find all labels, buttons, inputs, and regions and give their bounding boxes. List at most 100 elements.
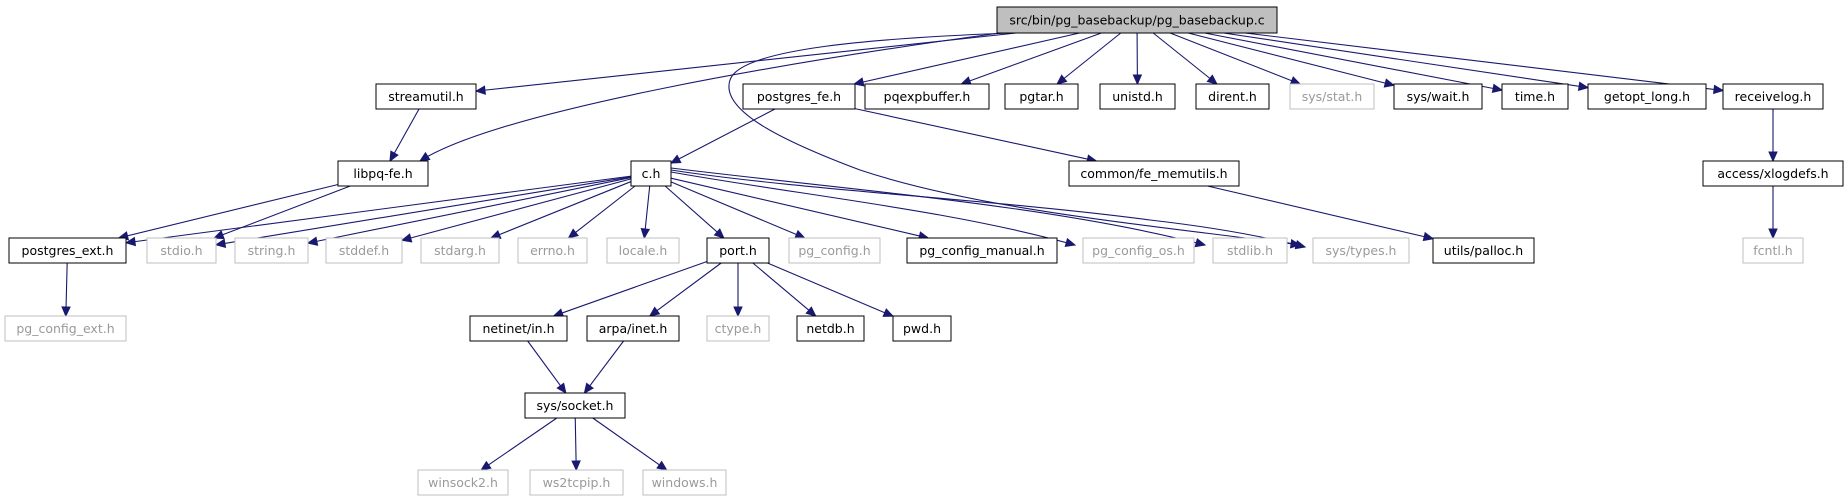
node-stdarg: stdarg.h — [420, 237, 500, 264]
node-box — [529, 469, 624, 496]
node-time[interactable]: time.h — [1501, 83, 1569, 110]
edge-postgres-fe-to-common-fe-memutils — [854, 108, 1098, 164]
edge-root-to-sys-wait — [1188, 32, 1396, 88]
node-box — [892, 315, 952, 342]
node-sys-socket[interactable]: sys/socket.h — [524, 392, 626, 419]
edge-root-to-postgres-fe — [853, 32, 1080, 87]
node-libpq-fe[interactable]: libpq-fe.h — [337, 160, 429, 187]
node-label: string.h — [248, 243, 296, 258]
node-label: src/bin/pg_basebackup/pg_basebackup.c — [1009, 13, 1264, 28]
edge-sys-socket-to-ws2tcpip — [571, 417, 581, 472]
node-box — [996, 6, 1278, 34]
node-label: locale.h — [619, 243, 668, 258]
node-sys-wait[interactable]: sys/wait.h — [1393, 83, 1483, 110]
node-label: pqexpbuffer.h — [884, 89, 971, 104]
node-box — [8, 237, 127, 264]
node-label: sys/wait.h — [1407, 89, 1470, 104]
node-box — [706, 237, 770, 264]
node-port[interactable]: port.h — [706, 237, 770, 264]
node-box — [630, 160, 672, 187]
edge-root-to-pqexpbuffer — [960, 32, 1102, 86]
node-label: windows.h — [652, 475, 718, 490]
edge-c-h-to-port — [664, 185, 725, 239]
node-label: common/fe_memutils.h — [1080, 166, 1227, 181]
node-label: receivelog.h — [1735, 89, 1812, 104]
node-label: pg_config_manual.h — [919, 243, 1044, 258]
node-c-h[interactable]: c.h — [630, 160, 672, 187]
node-label: pwd.h — [903, 321, 941, 336]
node-root[interactable]: src/bin/pg_basebackup/pg_basebackup.c — [996, 6, 1278, 34]
node-pqexpbuffer[interactable]: pqexpbuffer.h — [864, 83, 990, 110]
node-stddef: stddef.h — [325, 237, 403, 264]
edge-sys-socket-to-winsock2 — [480, 417, 558, 471]
node-box — [517, 237, 588, 264]
node-label: fcntl.h — [1753, 243, 1792, 258]
node-pgtar[interactable]: pgtar.h — [1004, 83, 1079, 110]
edge-port-to-netinet-in — [552, 260, 708, 318]
node-streamutil[interactable]: streamutil.h — [375, 83, 477, 110]
node-box — [642, 469, 727, 496]
node-utils-palloc[interactable]: utils/palloc.h — [1432, 237, 1535, 264]
node-fcntl: fcntl.h — [1742, 237, 1804, 264]
node-stdio: stdio.h — [146, 237, 217, 264]
node-box — [325, 237, 403, 264]
node-box — [337, 160, 429, 187]
node-box — [706, 315, 770, 342]
node-box — [1195, 83, 1270, 110]
node-postgres-fe[interactable]: postgres_fe.h — [742, 83, 856, 110]
node-postgres-ext[interactable]: postgres_ext.h — [8, 237, 127, 264]
edge-port-to-netdb — [752, 262, 817, 317]
node-netdb[interactable]: netdb.h — [796, 315, 865, 342]
node-box — [1587, 83, 1707, 110]
node-sys-stat: sys/stat.h — [1289, 83, 1375, 110]
node-box — [606, 237, 680, 264]
node-box — [586, 315, 680, 342]
node-box — [742, 83, 856, 110]
node-netinet-in[interactable]: netinet/in.h — [469, 315, 568, 342]
edge-c-h-to-pg-config-manual — [670, 177, 930, 241]
node-label: streamutil.h — [388, 89, 463, 104]
header-nodes: src/bin/pg_basebackup/pg_basebackup.cstr… — [4, 6, 1844, 496]
node-label: netdb.h — [806, 321, 854, 336]
edge-c-h-to-sys-types — [670, 169, 1307, 250]
node-sys-types: sys/types.h — [1312, 237, 1410, 264]
node-common-fe-memutils[interactable]: common/fe_memutils.h — [1068, 160, 1240, 187]
node-label: pg_config_os.h — [1092, 243, 1185, 258]
edge-root-to-sys-stat — [1169, 32, 1302, 85]
node-unistd[interactable]: unistd.h — [1099, 83, 1176, 110]
dependency-edges — [61, 32, 1778, 472]
edge-c-h-to-locale — [640, 185, 651, 240]
edge-port-to-arpa-inet — [648, 262, 722, 317]
edge-c-h-to-stdlib — [670, 167, 1207, 248]
node-label: getopt_long.h — [1604, 89, 1690, 104]
edge-c-h-to-pg-config-os — [670, 171, 1077, 248]
node-label: pg_config_ext.h — [16, 321, 114, 336]
node-windows: windows.h — [642, 469, 727, 496]
node-receivelog[interactable]: receivelog.h — [1722, 83, 1824, 110]
node-dirent[interactable]: dirent.h — [1195, 83, 1270, 110]
node-label: netinet/in.h — [482, 321, 554, 336]
node-label: pg_config.h — [798, 243, 870, 258]
node-stdlib: stdlib.h — [1212, 237, 1288, 264]
node-label: postgres_fe.h — [757, 89, 841, 104]
node-box — [524, 392, 626, 419]
node-label: port.h — [719, 243, 757, 258]
node-getopt-long[interactable]: getopt_long.h — [1587, 83, 1707, 110]
node-arpa-inet[interactable]: arpa/inet.h — [586, 315, 680, 342]
node-box — [864, 83, 990, 110]
node-box — [1393, 83, 1483, 110]
edge-port-to-pwd — [767, 262, 895, 317]
node-pwd[interactable]: pwd.h — [892, 315, 952, 342]
node-box — [1082, 237, 1195, 264]
node-box — [1742, 237, 1804, 264]
node-box — [906, 237, 1058, 264]
node-box — [1312, 237, 1410, 264]
node-pg-config-os: pg_config_os.h — [1082, 237, 1195, 264]
node-pg-config-manual[interactable]: pg_config_manual.h — [906, 237, 1058, 264]
node-box — [420, 237, 500, 264]
node-access-xlogdefs[interactable]: access/xlogdefs.h — [1702, 160, 1844, 187]
edge-sys-socket-to-windows — [592, 417, 668, 471]
node-label: libpq-fe.h — [353, 166, 412, 181]
node-pg-config-ext: pg_config_ext.h — [4, 315, 127, 342]
edge-netinet-in-to-sys-socket — [527, 340, 567, 394]
